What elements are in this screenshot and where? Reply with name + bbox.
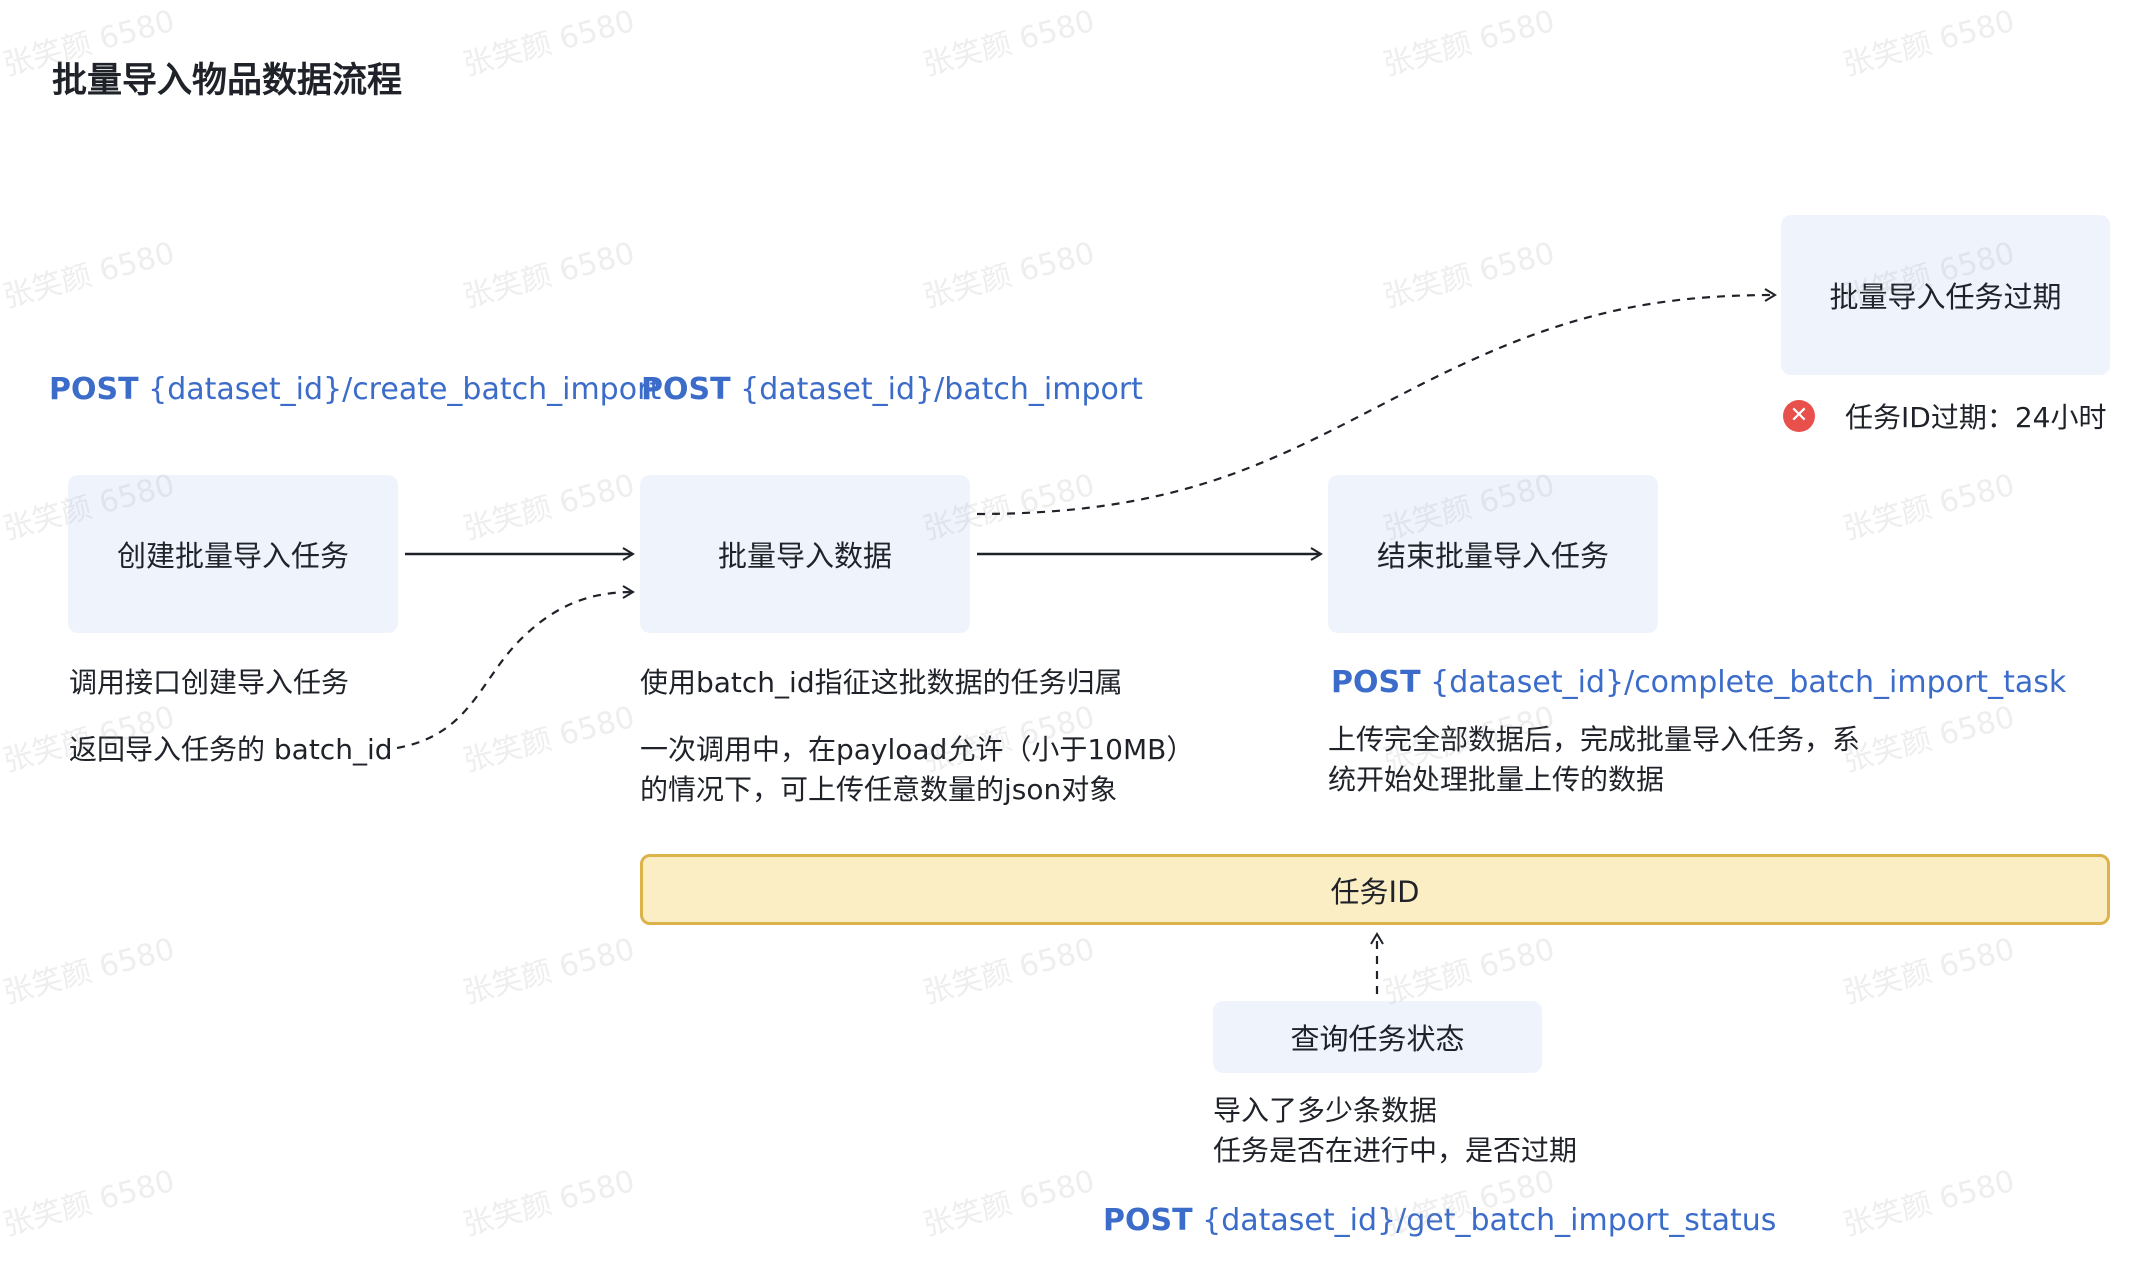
- node-task-id: 任务ID: [640, 854, 2110, 925]
- api-path: {dataset_id}/create_batch_import: [148, 372, 662, 407]
- api-path: {dataset_id}/complete_batch_import_task: [1430, 665, 2067, 700]
- api-method: POST: [641, 372, 731, 407]
- note-create-line2: 返回导入任务的 batch_id: [69, 733, 393, 766]
- node-batch-import-data: 批量导入数据: [640, 475, 970, 633]
- api-path: {dataset_id}/get_batch_import_status: [1202, 1203, 1777, 1238]
- arrow-batchid-to-batch: [396, 585, 635, 750]
- note-query-line1: 导入了多少条数据: [1213, 1094, 1438, 1127]
- api-get-batch-import-status: POST {dataset_id}/get_batch_import_statu…: [1103, 1203, 1776, 1238]
- api-path: {dataset_id}/batch_import: [740, 372, 1143, 407]
- close-circle-icon: ✕: [1783, 400, 1815, 432]
- note-query-line2: 任务是否在进行中，是否过期: [1213, 1134, 1578, 1167]
- api-complete-batch-import-task: POST {dataset_id}/complete_batch_import_…: [1331, 665, 2066, 700]
- note-batch-line1: 使用batch_id指征这批数据的任务归属: [640, 666, 1123, 699]
- node-query-task-status: 查询任务状态: [1213, 1001, 1542, 1073]
- api-create-batch-import: POST {dataset_id}/create_batch_import: [49, 372, 661, 407]
- note-end-line2: 统开始处理批量上传的数据: [1328, 763, 1665, 796]
- node-batch-import-task-expired: 批量导入任务过期: [1781, 215, 2110, 375]
- api-method: POST: [1331, 665, 1421, 700]
- api-method: POST: [49, 372, 139, 407]
- api-method: POST: [1103, 1203, 1193, 1238]
- api-batch-import: POST {dataset_id}/batch_import: [641, 372, 1143, 407]
- node-create-batch-import-task: 创建批量导入任务: [68, 475, 398, 633]
- note-batch-line2: 一次调用中，在payload允许（小于10MB）: [640, 733, 1195, 766]
- note-create-line1: 调用接口创建导入任务: [69, 666, 350, 699]
- node-end-batch-import-task: 结束批量导入任务: [1328, 475, 1658, 633]
- note-batch-line3: 的情况下，可上传任意数量的json对象: [640, 773, 1118, 806]
- expire-note-text: 任务ID过期：24小时: [1845, 401, 2107, 434]
- expire-note: ✕ 任务ID过期：24小时: [1783, 396, 2106, 436]
- arrow-batch-to-expired: [976, 288, 1777, 516]
- note-end-line1: 上传完全部数据后，完成批量导入任务，系: [1328, 723, 1861, 756]
- page-title: 批量导入物品数据流程: [52, 61, 403, 101]
